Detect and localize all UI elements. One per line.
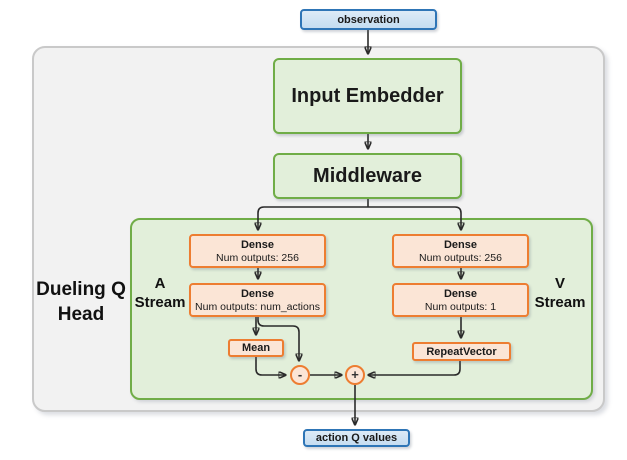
node-dense-a2: Dense Num outputs: num_actions	[189, 283, 326, 317]
dense-a2-title: Dense	[240, 287, 275, 300]
node-dense-a1: Dense Num outputs: 256	[189, 234, 326, 268]
node-plus-operator: +	[345, 365, 365, 385]
label-v-stream-line2: Stream	[534, 294, 586, 311]
label-a-stream-line2: Stream	[134, 294, 186, 311]
label-v-stream: V Stream	[529, 274, 591, 312]
node-middleware-label: Middleware	[313, 164, 422, 187]
node-input-embedder: Input Embedder	[273, 58, 462, 134]
label-dueling-q-head-line1: Dueling Q	[36, 279, 126, 300]
label-a-stream-line1: A	[154, 275, 166, 292]
node-input-embedder-label: Input Embedder	[291, 84, 444, 107]
dense-a1-title: Dense	[240, 238, 275, 251]
dense-v1-title: Dense	[443, 238, 478, 251]
node-observation: observation	[300, 9, 437, 30]
label-dueling-q-head-line2: Head	[57, 304, 105, 325]
node-mean-label: Mean	[241, 342, 271, 354]
dense-v2-detail: Num outputs: 1	[424, 300, 497, 313]
label-v-stream-line1: V	[554, 275, 565, 292]
node-middleware: Middleware	[273, 153, 462, 199]
dense-a2-detail: Num outputs: num_actions	[195, 300, 320, 313]
minus-operator-glyph: -	[297, 367, 303, 382]
node-action-q-values-label: action Q values	[315, 432, 398, 444]
node-repeat-vector-label: RepeatVector	[426, 345, 497, 358]
dense-v1-detail: Num outputs: 256	[419, 251, 502, 264]
label-dueling-q-head: Dueling Q Head	[29, 277, 133, 327]
node-repeat-vector: RepeatVector	[412, 342, 511, 361]
node-action-q-values: action Q values	[303, 429, 410, 447]
node-mean: Mean	[228, 339, 284, 357]
dense-v2-title: Dense	[443, 287, 478, 300]
dense-a1-detail: Num outputs: 256	[216, 251, 299, 264]
node-observation-label: observation	[337, 13, 400, 26]
node-dense-v2: Dense Num outputs: 1	[392, 283, 529, 317]
node-minus-operator: -	[290, 365, 310, 385]
plus-operator-glyph: +	[351, 367, 359, 382]
node-dense-v1: Dense Num outputs: 256	[392, 234, 529, 268]
label-a-stream: A Stream	[133, 274, 187, 312]
